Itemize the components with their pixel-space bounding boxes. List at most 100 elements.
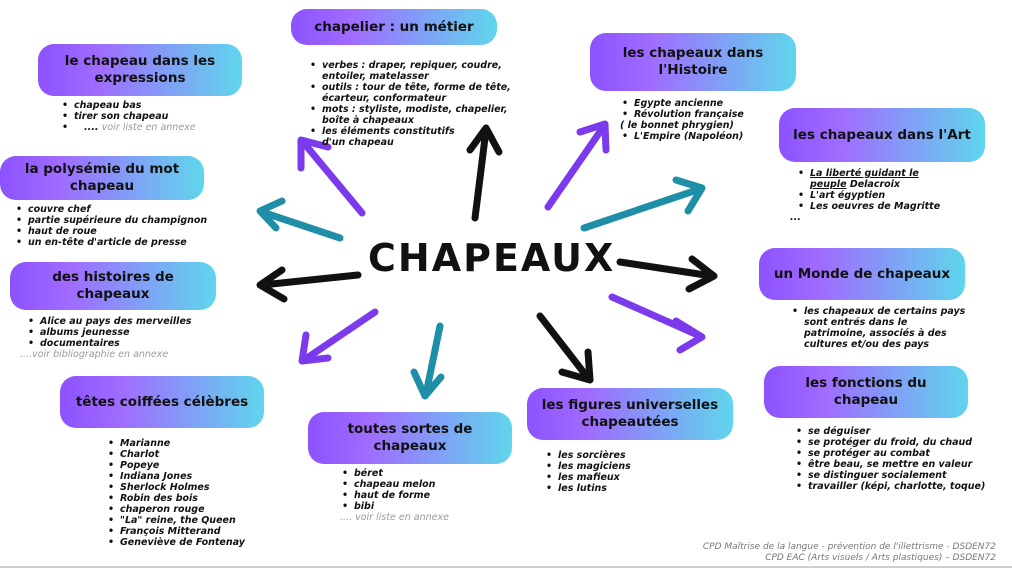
box-monde-label: un Monde de chapeaux [773, 265, 951, 282]
list-item: les mafieux [544, 472, 631, 483]
list-item: se protéger au combat [794, 448, 985, 459]
box-histoires-label: des histoires de chapeaux [52, 269, 174, 302]
list-item: être beau, se mettre en valeur [794, 459, 985, 470]
list-item: se distinguer socialement [794, 470, 985, 481]
credit-line-1: CPD Maîtrise de la langue - prévention d… [702, 542, 996, 552]
list-item: se protéger du froid, du chaud [794, 437, 985, 448]
box-art: les chapeaux dans l'Art [779, 108, 985, 162]
list-item: Charlot [106, 449, 245, 460]
list-fonctions: se déguiser se protéger du froid, du cha… [794, 426, 985, 492]
arrow-to-histoires [256, 266, 362, 303]
list-item: Egypte ancienne [620, 98, 744, 109]
list-item: haut de forme [340, 490, 449, 501]
list-item: se déguiser [794, 426, 985, 437]
box-sortes: toutes sortes de chapeaux [308, 412, 512, 464]
list-item: L'Empire (Napoléon) [620, 131, 744, 142]
list-item: chaperon rouge [106, 504, 245, 515]
list-item: les lutins [544, 483, 631, 494]
arrow-to-expressions [297, 136, 366, 217]
list-item: chapeau melon [340, 479, 449, 490]
box-sortes-label: toutes sortes de chapeaux [347, 421, 473, 454]
box-histoire: les chapeaux dans l'Histoire [590, 33, 796, 91]
list-item: sont entrés dans le [804, 317, 908, 328]
list-item: Alice au pays des merveilles [26, 316, 192, 327]
main-title: CHAPEAUX [368, 236, 616, 280]
list-item: les éléments constitutifs [308, 126, 512, 137]
bottom-divider [0, 566, 1012, 568]
arrow-to-sortes [410, 322, 445, 400]
list-item: d'un chapeau [322, 137, 394, 148]
box-histoires: des histoires de chapeaux [10, 262, 216, 310]
list-item: albums jeunesse [26, 327, 192, 338]
arrow-to-monde [616, 255, 718, 293]
list-art: La liberté guidant le peuple Delacroix L… [790, 168, 940, 223]
list-tetes: Marianne Charlot Popeye Indiana Jones Sh… [106, 438, 245, 548]
list-item: Robin des bois [106, 493, 245, 504]
box-metier: chapelier : un métier [291, 9, 497, 45]
list-item: haut de roue [14, 226, 207, 237]
list-item: François Mitterand [106, 526, 245, 537]
list-polysemie: couvre chef partie supérieure du champig… [14, 204, 207, 248]
box-expressions-label: le chapeau dans les expressions [64, 53, 216, 86]
list-item: les sorcières [544, 450, 631, 461]
list-item: mots : styliste, modiste, chapelier, boî… [308, 104, 512, 126]
list-item: peuple Delacroix [810, 179, 901, 190]
list-item: tirer son chapeau [60, 111, 196, 122]
list-item: ....voir bibliographie en annexe [20, 349, 169, 360]
list-histoire: Egypte ancienne Révolution française ( l… [620, 98, 744, 142]
list-item: béret [340, 468, 449, 479]
list-item: ... [790, 212, 801, 223]
arrow-to-polysemie [256, 197, 344, 242]
box-figures-label: les figures universelles chapeautées [541, 397, 719, 430]
list-sortes: béret chapeau melon haut de forme bibi .… [340, 468, 449, 523]
box-metier-label: chapelier : un métier [314, 18, 474, 35]
list-monde: les chapeaux de certains pays sont entré… [790, 306, 965, 350]
list-item: Geneviève de Fontenay [106, 537, 245, 548]
box-fonctions: les fonctions du chapeau [764, 366, 968, 418]
box-tetes: têtes coiffées célèbres [60, 376, 264, 428]
list-item: Les oeuvres de Magritte [796, 201, 940, 212]
list-item: Indiana Jones [106, 471, 245, 482]
list-item: travailler (képi, charlotte, toque) [794, 481, 985, 492]
box-figures: les figures universelles chapeautées [527, 388, 733, 440]
list-item: chapeau bas [60, 100, 196, 111]
box-histoire-label: les chapeaux dans l'Histoire [622, 45, 764, 78]
list-item: outils : tour de tête, forme de tête, éc… [308, 82, 512, 104]
list-item: les chapeaux de certains pays [790, 306, 965, 317]
list-item: patrimoine, associés à des [804, 328, 947, 339]
list-item: .... voir liste en annexe [340, 512, 449, 523]
box-polysemie-label: la polysémie du mot chapeau [24, 161, 180, 194]
arrow-to-tetes [298, 308, 379, 365]
list-item: L'art égyptien [796, 190, 940, 201]
arrow-to-figures [536, 312, 594, 384]
box-fonctions-label: les fonctions du chapeau [805, 375, 927, 408]
box-tetes-label: têtes coiffées célèbres [75, 393, 249, 410]
list-item: les magiciens [544, 461, 631, 472]
arrow-to-art [580, 176, 706, 232]
list-expressions: chapeau bas tirer son chapeau .... voir … [60, 100, 196, 133]
arrow-to-fonctions [608, 293, 706, 354]
arrow-to-histoire [544, 120, 610, 211]
list-item: partie supérieure du champignon [14, 215, 207, 226]
list-histoires: Alice au pays des merveilles albums jeun… [20, 316, 192, 360]
list-item: ( le bonnet phrygien) [620, 120, 734, 131]
box-monde: un Monde de chapeaux [759, 248, 965, 300]
list-item: La liberté guidant le [796, 168, 940, 179]
credit-line-2: CPD EAC (Arts visuels / Arts plastiques)… [765, 553, 996, 563]
list-item: .... voir liste en annexe [60, 122, 196, 133]
list-item: Sherlock Holmes [106, 482, 245, 493]
list-item: bibi [340, 501, 449, 512]
list-item: Marianne [106, 438, 245, 449]
box-art-label: les chapeaux dans l'Art [793, 126, 971, 143]
list-item: cultures et/ou des pays [804, 339, 930, 350]
list-figures: les sorcières les magiciens les mafieux … [544, 450, 631, 494]
list-item: Popeye [106, 460, 245, 471]
list-item: documentaires [26, 338, 192, 349]
list-item: Révolution française [620, 109, 744, 120]
list-item: "La" reine, the Queen [106, 515, 245, 526]
list-metier: verbes : draper, repiquer, coudre, entoi… [308, 60, 512, 148]
box-expressions: le chapeau dans les expressions [38, 44, 242, 96]
list-item: un en-tête d'article de presse [14, 237, 207, 248]
list-item: couvre chef [14, 204, 207, 215]
